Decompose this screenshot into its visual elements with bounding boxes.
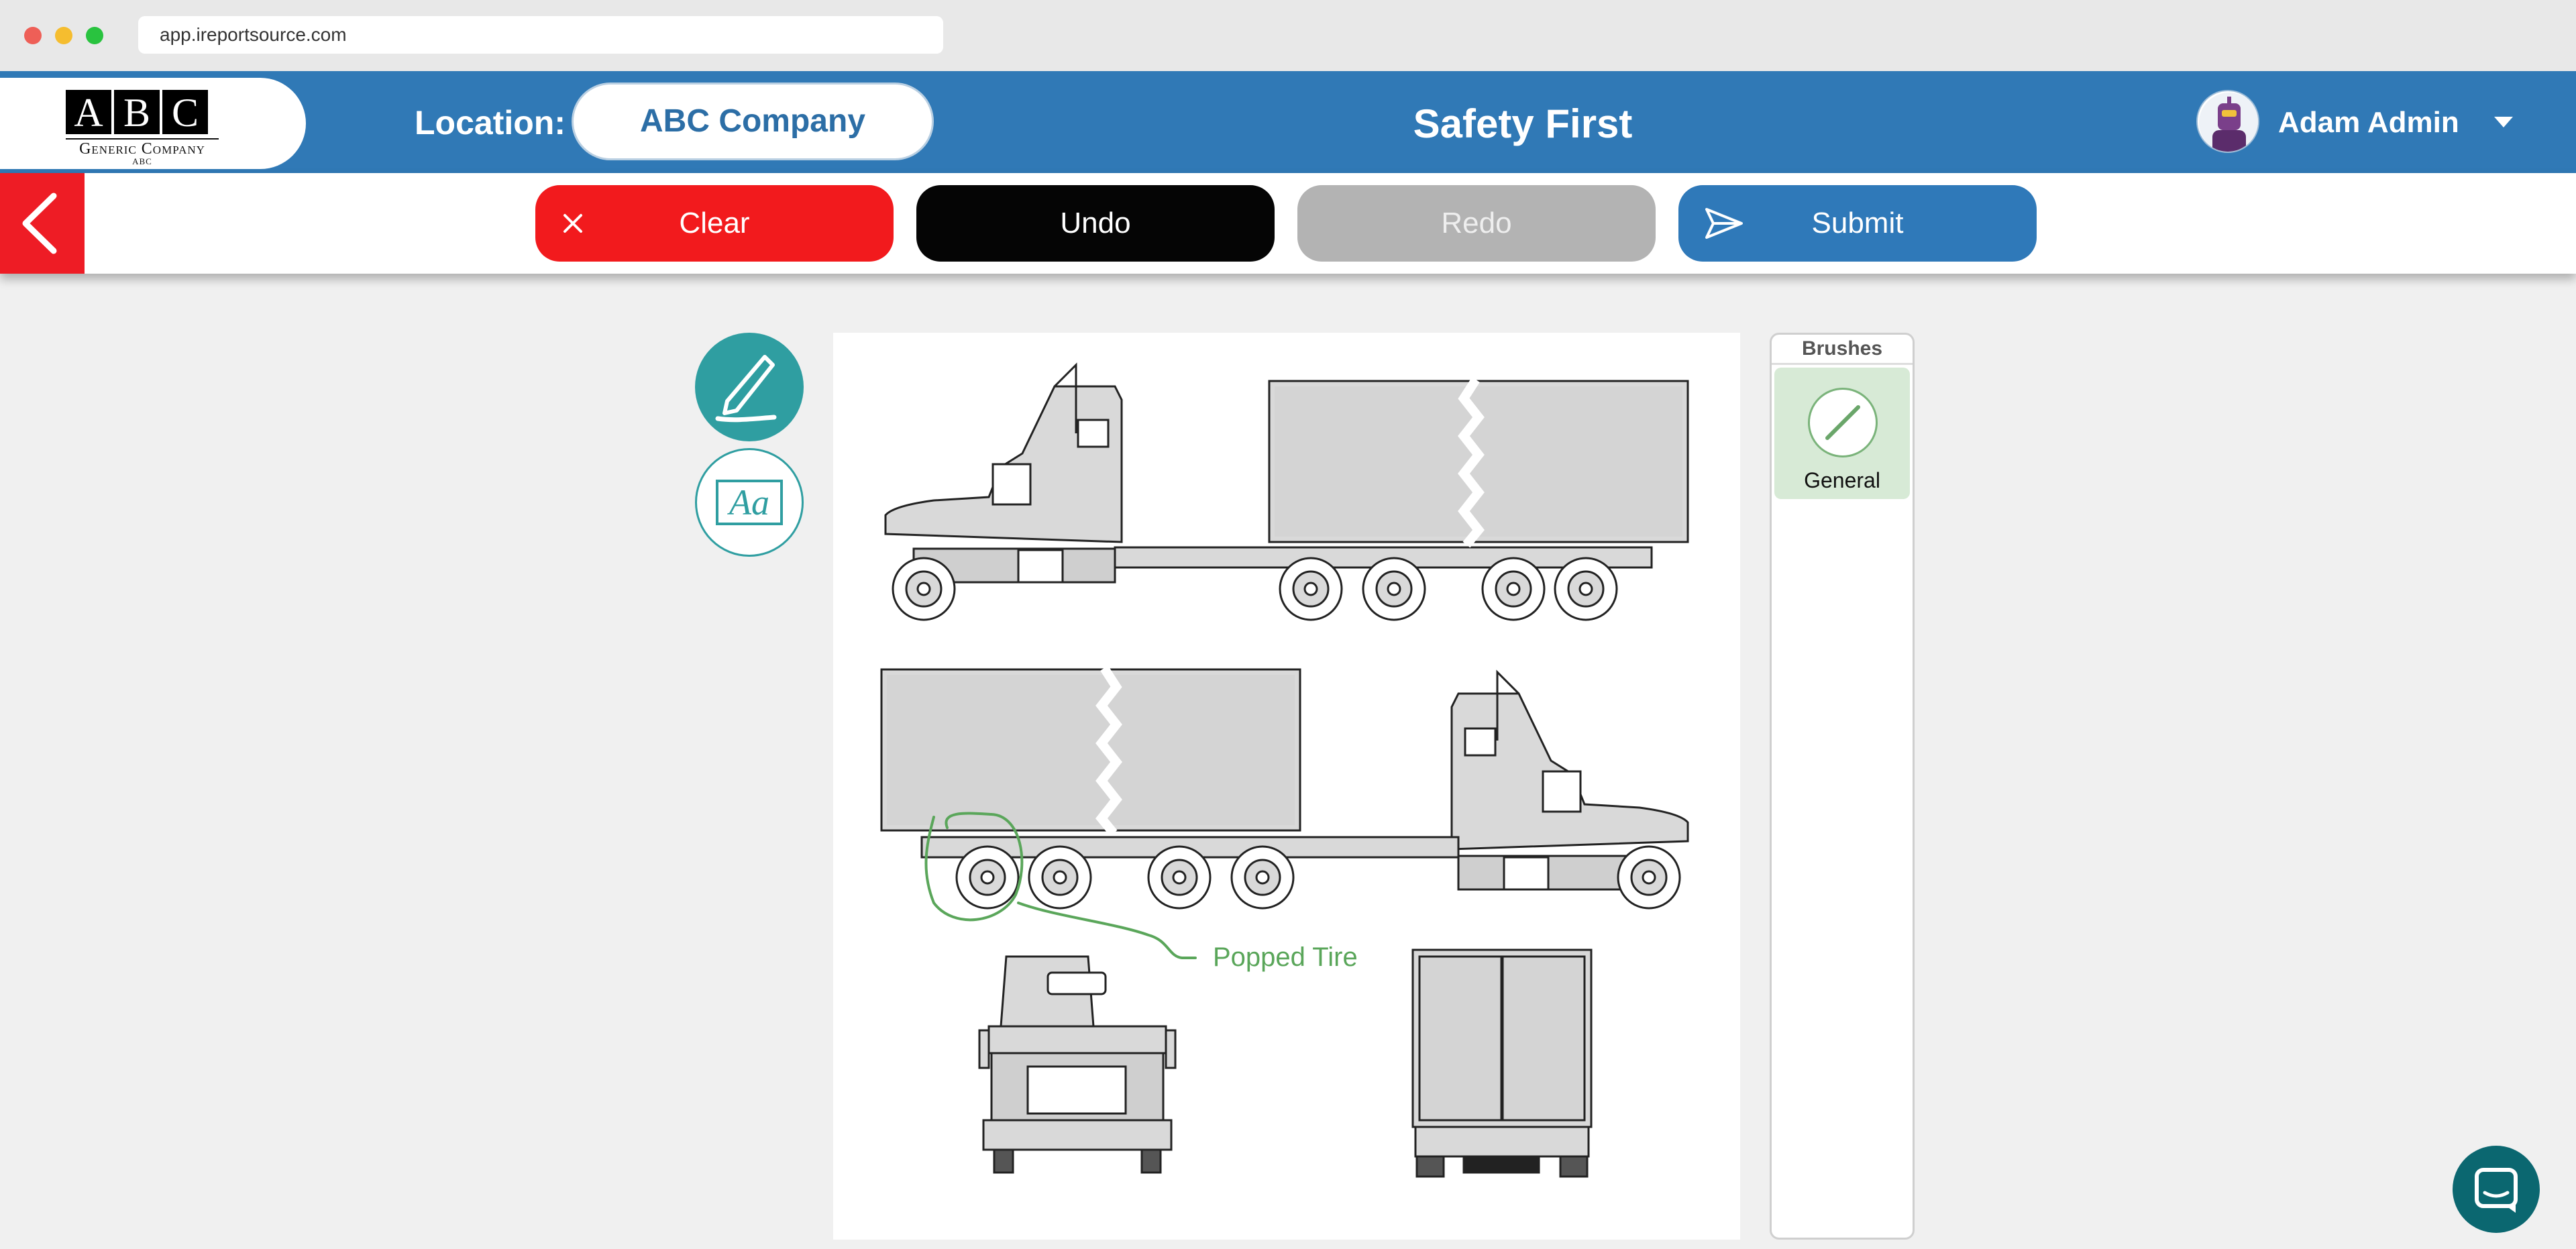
back-button[interactable]: [0, 173, 85, 274]
brushes-panel: Brushes General: [1770, 333, 1915, 1240]
text-icon: Aa: [716, 480, 783, 525]
page-title: Safety First: [1413, 101, 1633, 146]
logo-subtitle: Generic Company ABC: [66, 138, 219, 166]
brush-icon: [1808, 388, 1878, 457]
browser-chrome: app.ireportsource.com: [0, 0, 2576, 71]
logo-letter: C: [162, 90, 208, 135]
send-icon: [1704, 185, 1744, 262]
action-toolbar: Clear Undo Redo Submit: [0, 173, 2576, 274]
chat-launcher-button[interactable]: [2453, 1146, 2540, 1233]
address-bar[interactable]: app.ireportsource.com: [138, 16, 943, 54]
brush-label: General: [1804, 468, 1880, 492]
company-logo[interactable]: A B C Generic Company ABC: [0, 78, 306, 169]
pen-icon: [715, 355, 777, 423]
annotation-label: Popped Tire: [1213, 942, 1358, 972]
location-selector[interactable]: ABC Company: [572, 83, 934, 160]
chevron-down-icon[interactable]: [2494, 117, 2513, 127]
truck-diagram: Popped Tire: [880, 362, 1689, 1178]
user-name[interactable]: Adam Admin: [2278, 106, 2459, 139]
text-tool-button[interactable]: Aa: [695, 448, 804, 557]
brushes-title: Brushes: [1772, 337, 1913, 365]
window-minimize-button[interactable]: [55, 27, 72, 44]
undo-label: Undo: [1060, 207, 1131, 239]
window-maximize-button[interactable]: [86, 27, 103, 44]
submit-button[interactable]: Submit: [1678, 185, 2037, 262]
clear-label: Clear: [679, 207, 750, 239]
redo-label: Redo: [1441, 207, 1512, 239]
drawing-canvas[interactable]: Popped Tire: [833, 333, 1740, 1240]
chat-icon: [2475, 1168, 2518, 1213]
avatar[interactable]: [2196, 90, 2259, 153]
location-label: Location:: [415, 104, 566, 142]
submit-label: Submit: [1811, 207, 1904, 239]
close-icon: [561, 185, 585, 262]
chevron-left-icon: [22, 193, 57, 254]
logo-letter: A: [66, 90, 111, 135]
window-close-button[interactable]: [24, 27, 42, 44]
brush-item-general[interactable]: General: [1774, 368, 1910, 499]
svg-text:Aa: Aa: [727, 482, 769, 523]
pen-tool-button[interactable]: [695, 333, 804, 441]
app-header: A B C Generic Company ABC Location: ABC …: [0, 71, 2576, 173]
logo-letter: B: [114, 90, 160, 135]
logo-letters: A B C: [66, 90, 208, 135]
redo-button[interactable]: Redo: [1297, 185, 1656, 262]
undo-button[interactable]: Undo: [916, 185, 1275, 262]
clear-button[interactable]: Clear: [535, 185, 894, 262]
